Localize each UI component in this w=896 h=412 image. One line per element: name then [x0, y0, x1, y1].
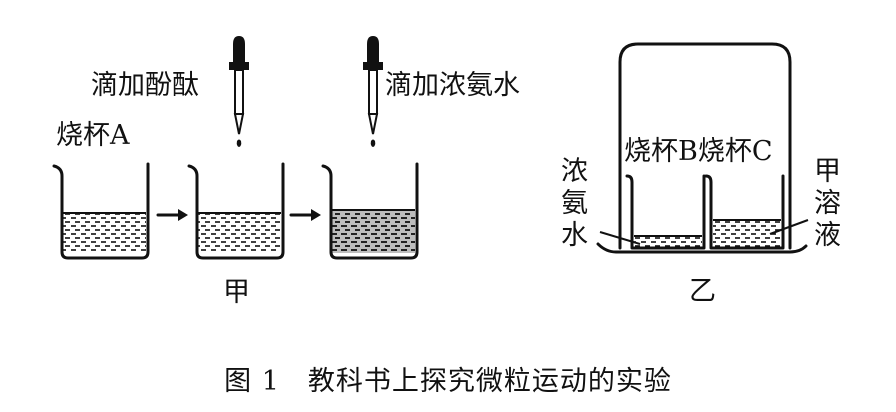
- dropper-1: [229, 36, 249, 147]
- jia-solution-char-2: 溶: [814, 188, 841, 219]
- arrow-2: [289, 209, 321, 221]
- bell-jar: [618, 42, 792, 250]
- conc-ammonia-char-2: 氨: [561, 188, 588, 219]
- beaker-ammonia: [321, 162, 419, 260]
- add-phenol-label: 滴加酚酞: [91, 70, 199, 101]
- jia-solution-char-1: 甲: [814, 156, 841, 187]
- beaker-b: [625, 174, 706, 250]
- arrow-1: [156, 209, 188, 221]
- dropper-2: [363, 36, 383, 147]
- beaker-a-label: 烧杯A: [56, 120, 130, 151]
- beaker-c: [704, 174, 785, 250]
- conc-ammonia-char-3: 水: [561, 220, 588, 251]
- group-jia-label: 甲: [223, 277, 250, 308]
- ammonia-pointer: [599, 231, 641, 245]
- beaker-a: [52, 162, 150, 260]
- jia-solution-pointer: [769, 219, 809, 235]
- beaker-bc-label: 烧杯B烧杯C: [624, 136, 773, 167]
- base-plate: [596, 242, 808, 254]
- add-ammonia-label: 滴加浓氨水: [385, 70, 520, 101]
- beaker-phenol: [187, 162, 285, 260]
- figure-caption: 图 1 教科书上探究微粒运动的实验: [224, 366, 672, 397]
- group-yi-label: 乙: [689, 276, 716, 307]
- jia-solution-char-3: 液: [814, 220, 841, 251]
- conc-ammonia-char-1: 浓: [561, 156, 588, 187]
